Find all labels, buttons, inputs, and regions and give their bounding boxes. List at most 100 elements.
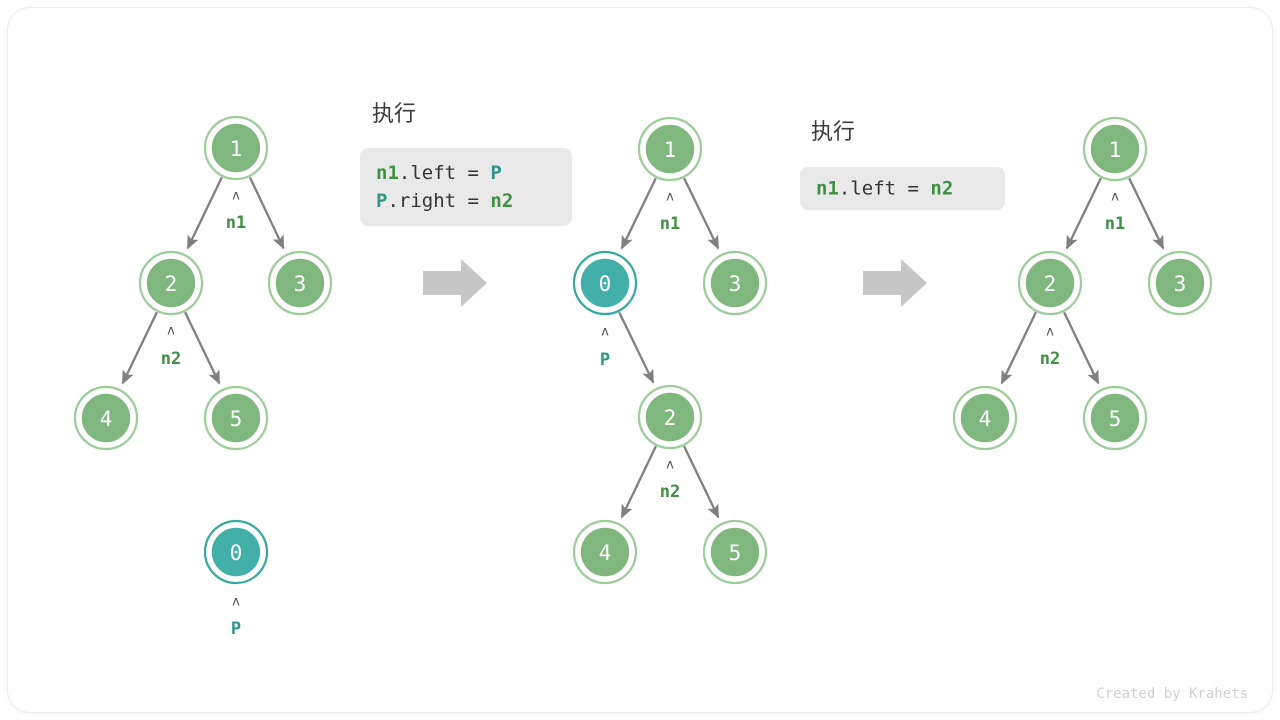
tree-edge [248, 176, 285, 250]
tree-edge [1063, 311, 1100, 385]
tree-edge [683, 177, 720, 250]
node-value-label: 0 [230, 541, 243, 565]
code-token: n1 [376, 162, 399, 184]
node-outer-ring [572, 519, 638, 585]
tree-node[interactable]: 3 [702, 250, 768, 316]
tree-edge [1128, 177, 1165, 250]
edges-layer [121, 176, 1165, 519]
node-value-label: 1 [664, 138, 677, 162]
node-outer-ring [637, 116, 703, 182]
node-value-label: 3 [294, 272, 307, 296]
pointer-label: P [231, 619, 241, 639]
node-outer-ring [572, 250, 638, 316]
node-body [1153, 256, 1207, 310]
tree-node[interactable]: 0 [203, 519, 269, 585]
tree-node[interactable]: 4 [73, 385, 139, 451]
pointer-label: n2 [660, 482, 680, 502]
pointer-label: n1 [226, 213, 246, 233]
node-outer-ring [203, 385, 269, 451]
node-body [79, 391, 133, 445]
tree-node[interactable]: 3 [267, 250, 333, 316]
tree-edge [1000, 311, 1037, 385]
step-transition-arrow-icon [863, 259, 927, 307]
pointer-label: n1 [1105, 214, 1125, 234]
code-token: .left = [399, 162, 491, 184]
node-body [708, 525, 762, 579]
node-outer-ring [702, 250, 768, 316]
step-action-label: 执行 [811, 120, 855, 145]
tree-node[interactable]: 0 [572, 250, 638, 316]
code-token: P [490, 162, 501, 184]
tree-node[interactable]: 1 [203, 115, 269, 181]
node-outer-ring [203, 519, 269, 585]
pointer-caret-icon: ʌ [1111, 190, 1119, 205]
pointer-caret-icon: ʌ [666, 458, 674, 473]
node-outer-ring [1082, 385, 1148, 451]
node-value-label: 0 [599, 272, 612, 296]
tree-node[interactable]: 2 [1017, 250, 1083, 316]
node-body [643, 122, 697, 176]
transitions-layer [423, 259, 927, 307]
code-line: n1.left = P [376, 162, 502, 184]
node-outer-ring [702, 519, 768, 585]
node-value-label: 5 [1109, 407, 1122, 431]
tree-node[interactable]: 4 [952, 385, 1018, 451]
code-token: .left = [839, 178, 931, 200]
node-value-label: 4 [599, 541, 612, 565]
node-body [578, 256, 632, 310]
pointer-label: n1 [660, 214, 680, 234]
node-body [1088, 122, 1142, 176]
node-outer-ring [1082, 116, 1148, 182]
tree-node[interactable]: 5 [203, 385, 269, 451]
tree-edge [620, 177, 657, 250]
tree-node[interactable]: 2 [138, 250, 204, 316]
node-value-label: 4 [979, 407, 992, 431]
node-outer-ring [138, 250, 204, 316]
tree-edge [184, 311, 221, 385]
tree-edge [1065, 177, 1102, 250]
node-outer-ring [952, 385, 1018, 451]
tree-edge [121, 311, 158, 385]
node-value-label: 2 [165, 272, 178, 296]
code-line: n1.left = n2 [816, 178, 953, 200]
code-token: n2 [930, 178, 953, 200]
tree-node[interactable]: 1 [637, 116, 703, 182]
node-body [958, 391, 1012, 445]
code-token: n2 [490, 190, 513, 212]
tree-edge [618, 311, 655, 384]
pointer-label: P [600, 350, 610, 370]
step-action-label: 执行 [372, 102, 416, 127]
node-value-label: 1 [1109, 138, 1122, 162]
tree-node[interactable]: 1 [1082, 116, 1148, 182]
tree-node[interactable]: 5 [702, 519, 768, 585]
code-block-background [800, 167, 1005, 210]
pointer-label: n2 [161, 349, 181, 369]
node-value-label: 5 [729, 541, 742, 565]
node-outer-ring [73, 385, 139, 451]
tree-edge [620, 445, 657, 519]
code-token: P [376, 190, 387, 212]
tree-node[interactable]: 2 [637, 384, 703, 450]
node-body [209, 121, 263, 175]
node-value-label: 2 [664, 406, 677, 430]
node-body [144, 256, 198, 310]
tree-node[interactable]: 4 [572, 519, 638, 585]
node-value-label: 3 [729, 272, 742, 296]
node-value-label: 1 [230, 137, 243, 161]
node-value-label: 3 [1174, 272, 1187, 296]
node-body [273, 256, 327, 310]
node-body [708, 256, 762, 310]
step-transition-arrow-icon [423, 259, 487, 307]
code-token: n1 [816, 178, 839, 200]
tree-edge [186, 176, 223, 250]
watermark: Created by Krahets [1096, 686, 1248, 702]
tree-node[interactable]: 5 [1082, 385, 1148, 451]
tree-node[interactable]: 3 [1147, 250, 1213, 316]
node-outer-ring [203, 115, 269, 181]
